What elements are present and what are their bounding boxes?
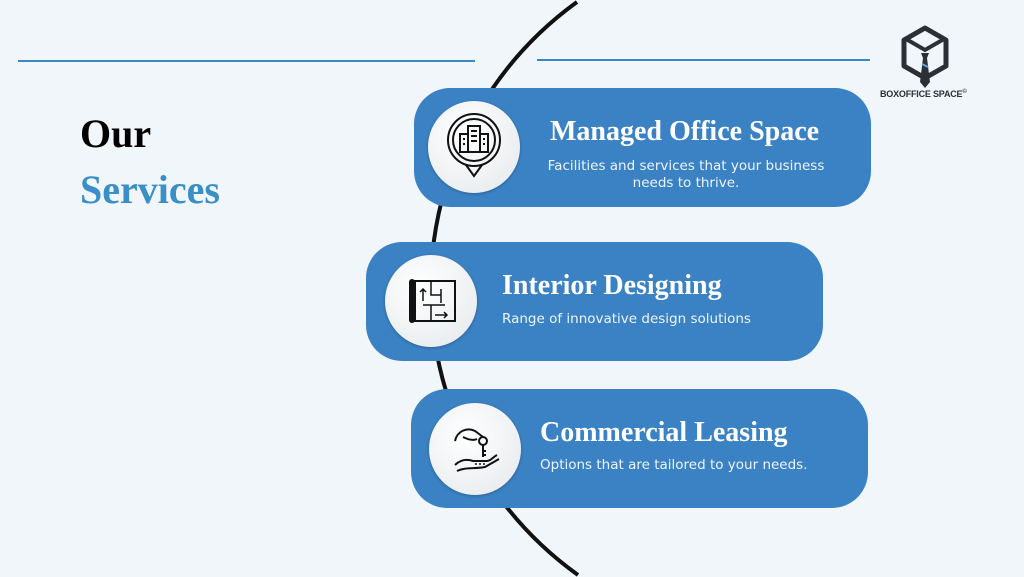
divider-right: [537, 59, 870, 61]
service-title: Managed Office Space: [550, 116, 820, 147]
service-card-managed-office[interactable]: Managed Office Space Facilities and serv…: [414, 88, 871, 207]
service-description: Facilities and services that your busine…: [547, 158, 825, 191]
office-building-pin-icon: [447, 113, 501, 178]
brand-mark: ©: [962, 89, 967, 95]
boxoffice-logo-icon: [901, 25, 949, 88]
brand-name: BOXOFFICE SPACE©: [880, 89, 967, 99]
floor-plan-icon: [409, 279, 456, 323]
service-title: Commercial Leasing: [540, 417, 788, 448]
service-card-commercial-leasing[interactable]: Commercial Leasing Options that are tail…: [411, 389, 868, 508]
key-handover-icon: [454, 428, 500, 472]
service-title: Interior Designing: [502, 270, 722, 301]
brand-name-text: BOXOFFICE SPACE: [880, 89, 963, 99]
service-description: Range of innovative design solutions: [502, 311, 751, 327]
icon-circle: [428, 101, 520, 193]
heading-services: Services: [80, 167, 220, 212]
heading-our: Our: [80, 111, 152, 156]
divider-left: [18, 60, 475, 62]
service-card-interior-designing[interactable]: Interior Designing Range of innovative d…: [366, 242, 823, 361]
icon-circle: [429, 403, 521, 495]
icon-circle: [385, 255, 477, 347]
service-description: Options that are tailored to your needs.: [540, 457, 808, 473]
